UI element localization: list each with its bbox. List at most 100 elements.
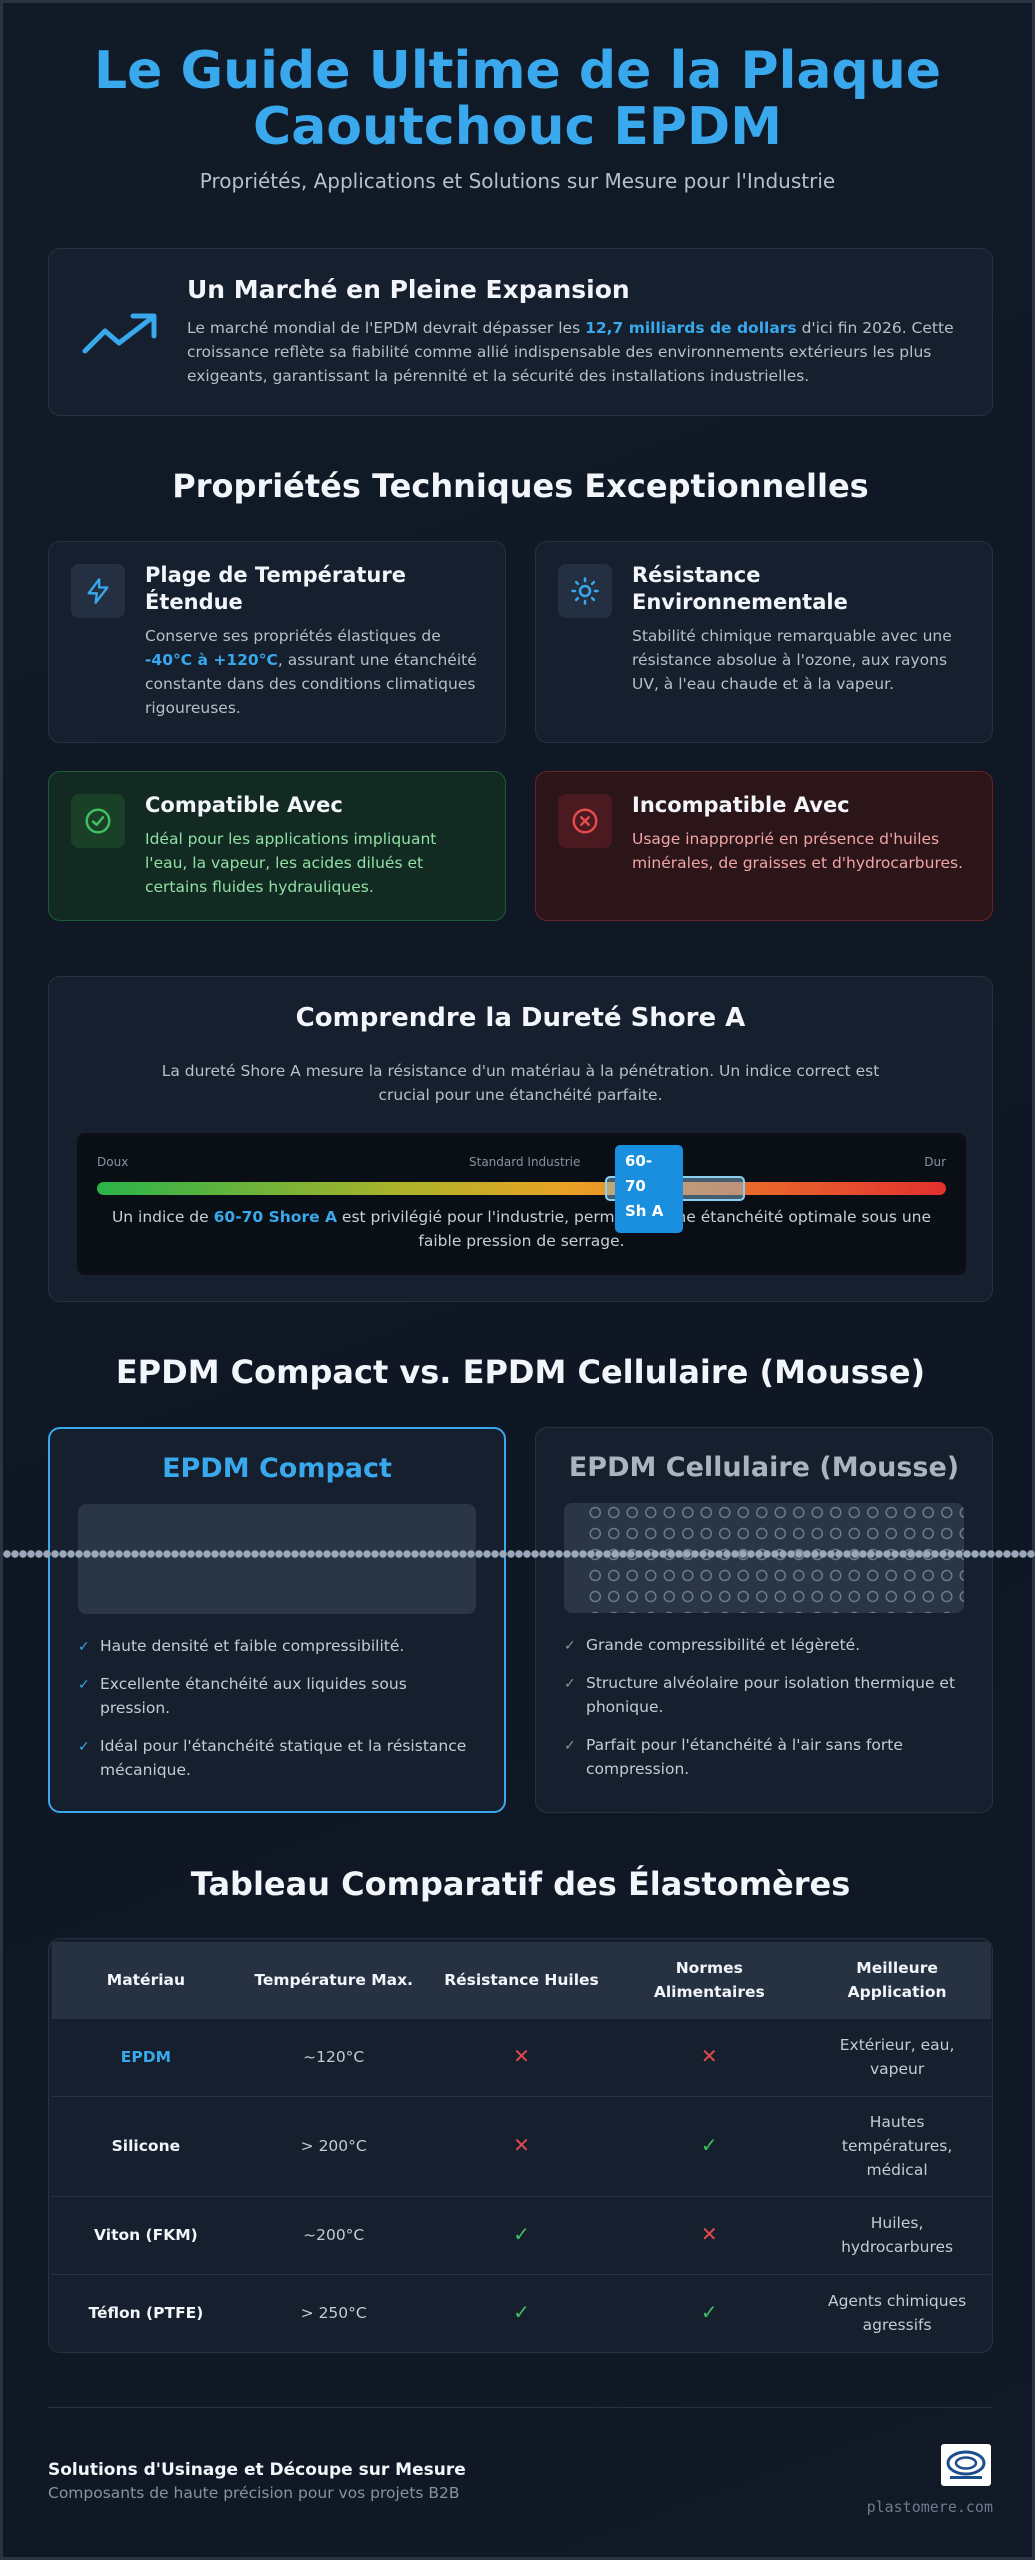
foam-cells-pattern [586, 1503, 964, 1613]
cell-oil-resistance: ✕ [427, 2095, 616, 2196]
cell-application: Hautes températures, médical [803, 2095, 991, 2196]
table-row: Silicone > 200°C ✕ ✓ Hautes températures… [52, 2095, 991, 2196]
cell-food-standard: ✕ [615, 2017, 804, 2096]
cell-application: Extérieur, eau, vapeur [803, 2017, 991, 2096]
cell-oil-resistance: ✕ [427, 2017, 616, 2096]
check-icon: ✓ [564, 1676, 576, 1692]
comparison-section-title: EPDM Compact vs. EPDM Cellulaire (Mousse… [115, 1353, 926, 1391]
sun-icon [558, 564, 612, 618]
shore-title: Comprendre la Dureté Shore A [295, 1003, 746, 1033]
check-icon: ✓ [78, 1739, 90, 1755]
property-compatible-title: Compatible Avec [145, 793, 343, 817]
epdm-cellular-card: EPDM Cellulaire (Mousse) ✓Grande compres… [535, 1427, 993, 1813]
lightning-icon [71, 564, 125, 618]
list-item: ✓ Haute densité et faible compressibilité… [78, 1634, 476, 1658]
market-card: Un Marché en Pleine Expansion Le marché … [48, 248, 993, 416]
cell-temperature: > 200°C [239, 2095, 428, 2196]
check-icon: ✓ [564, 1638, 576, 1654]
table-row: Téflon (PTFE) > 250°C ✓ ✓ Agents chimiqu… [52, 2273, 991, 2352]
check-icon: ✓ [78, 1639, 90, 1655]
table-header-row: Matériau Température Max. Résistance Hui… [52, 1942, 991, 2018]
check-icon: ✓ [78, 1677, 90, 1693]
trend-up-icon [82, 313, 157, 354]
property-temperature-text-before: Conserve ses propriétés élastiques de [145, 627, 441, 645]
cell-temperature: ~200°C [239, 2195, 428, 2274]
cell-oil-resistance: ✓ [427, 2195, 616, 2274]
cellular-feature-list: ✓Grande compressibilité et légèreté. ✓St… [564, 1633, 964, 1781]
compact-title: EPDM Compact [162, 1453, 392, 1484]
check-icon: ✓ [700, 2300, 718, 2325]
list-item: ✓Structure alvéolaire pour isolation the… [564, 1671, 964, 1719]
cell-food-standard: ✓ [615, 2273, 804, 2352]
list-item-text: Excellente étanchéité aux liquides sous … [100, 1675, 407, 1717]
list-item-text: Parfait pour l'étanchéité à l'air sans f… [586, 1736, 903, 1778]
elastomers-section-title: Tableau Comparatif des Élastomères [190, 1865, 851, 1903]
footer-title: Solutions d'Usinage et Découpe sur Mesur… [48, 2460, 466, 2480]
market-highlight: 12,7 milliards de dollars [585, 319, 797, 337]
shore-scale: Doux Standard Industrie Dur Un indice de… [77, 1133, 966, 1275]
plastomere-logo-icon[interactable] [941, 2444, 991, 2486]
property-temperature-highlight: -40°C à +120°C [145, 651, 278, 669]
cell-material: Viton (FKM) [52, 2195, 240, 2274]
column-header: Normes Alimentaires [615, 1942, 804, 2018]
cell-material: Silicone [52, 2095, 240, 2196]
check-icon: ✓ [700, 2133, 718, 2157]
property-temperature-text: Conserve ses propriétés élastiques de -4… [145, 624, 483, 720]
shore-value-badge: 60- 70 Sh A [615, 1145, 683, 1233]
cell-temperature: ~120°C [239, 2017, 428, 2096]
hero: Le Guide Ultime de la Plaque Caoutchouc … [3, 3, 1032, 193]
property-environment-title: Résistance Environnementale [632, 563, 848, 614]
page-subtitle: Propriétés, Applications et Solutions su… [199, 169, 836, 193]
cell-food-standard: ✓ [615, 2095, 804, 2196]
properties-section-title: Propriétés Techniques Exceptionnelles [172, 467, 869, 505]
check-icon: ✓ [513, 2300, 530, 2325]
shore-card: Comprendre la Dureté Shore A La dureté S… [48, 976, 993, 1302]
elastomers-table-card: Matériau Température Max. Résistance Hui… [48, 1938, 993, 2353]
list-item: ✓Grande compressibilité et légèreté. [564, 1633, 964, 1657]
scale-label-standard: Standard Industrie [469, 1155, 581, 1169]
scale-label-hard: Dur [924, 1155, 946, 1169]
check-icon: ✓ [513, 2222, 530, 2246]
badge-line3: Sh A [625, 1202, 664, 1220]
shore-note-before: Un indice de [111, 1208, 214, 1226]
cell-food-standard: ✕ [615, 2195, 804, 2274]
hardness-gradient-bar [97, 1182, 946, 1195]
cross-icon: ✕ [513, 2133, 530, 2157]
shore-description: La dureté Shore A mesure la résistance d… [161, 1062, 880, 1104]
list-item: ✓Parfait pour l'étanchéité à l'air sans … [564, 1733, 964, 1781]
cellular-title: EPDM Cellulaire (Mousse) [568, 1452, 960, 1483]
list-item: ✓ Excellente étanchéité aux liquides sous… [78, 1672, 476, 1720]
property-compatible-text: Idéal pour les applications impliquant l… [145, 830, 437, 896]
cell-temperature: > 250°C [239, 2273, 428, 2352]
list-item-text: Idéal pour l'étanchéité statique et la r… [100, 1737, 467, 1779]
footer-subtitle: Composants de haute précision pour vos p… [48, 2484, 460, 2502]
badge-line1: 60- [625, 1152, 653, 1170]
cell-application: Huiles, hydrocarbures [803, 2195, 991, 2274]
cell-oil-resistance: ✓ [427, 2273, 616, 2352]
shore-note-highlight: 60-70 Shore A [213, 1208, 337, 1226]
column-header: Meilleure Application [803, 1942, 991, 2018]
footer: Solutions d'Usinage et Découpe sur Mesur… [48, 2407, 993, 2516]
property-compatible-card: Compatible Avec Idéal pour les applicati… [48, 771, 506, 921]
page-title-line1: Le Guide Ultime de la Plaque [93, 41, 942, 101]
property-temperature-title: Plage de Température Étendue [145, 563, 406, 614]
x-circle-icon [558, 794, 612, 848]
list-item-text: Haute densité et faible compressibilité. [100, 1637, 405, 1655]
shore-note: Un indice de 60-70 Shore A est privilégi… [77, 1205, 966, 1253]
page-title-line2: Caoutchouc EPDM [253, 97, 782, 157]
market-title: Un Marché en Pleine Expansion [187, 275, 630, 304]
cross-icon: ✕ [700, 2222, 718, 2246]
table-body: EPDM ~120°C ✕ ✕ Extérieur, eau, vapeur S… [52, 2017, 991, 2352]
cross-icon: ✕ [513, 2044, 530, 2068]
table-row: Viton (FKM) ~200°C ✓ ✕ Huiles, hydrocarb… [52, 2195, 991, 2274]
check-circle-icon [71, 794, 125, 848]
cross-icon: ✕ [700, 2044, 718, 2068]
cell-material: EPDM [52, 2017, 240, 2096]
property-temperature-text-after: , assurant une étanchéité constante dans… [145, 651, 477, 717]
compact-feature-list: ✓ Haute densité et faible compressibilité… [78, 1634, 476, 1782]
property-incompatible-title: Incompatible Avec [632, 793, 850, 817]
page-title: Le Guide Ultime de la Plaque Caoutchouc … [3, 43, 1032, 155]
footer-domain-link[interactable]: plastomere.com [866, 2498, 993, 2516]
market-text-before: Le marché mondial de l'EPDM devrait dépa… [187, 319, 586, 337]
column-header: Température Max. [239, 1942, 428, 2018]
